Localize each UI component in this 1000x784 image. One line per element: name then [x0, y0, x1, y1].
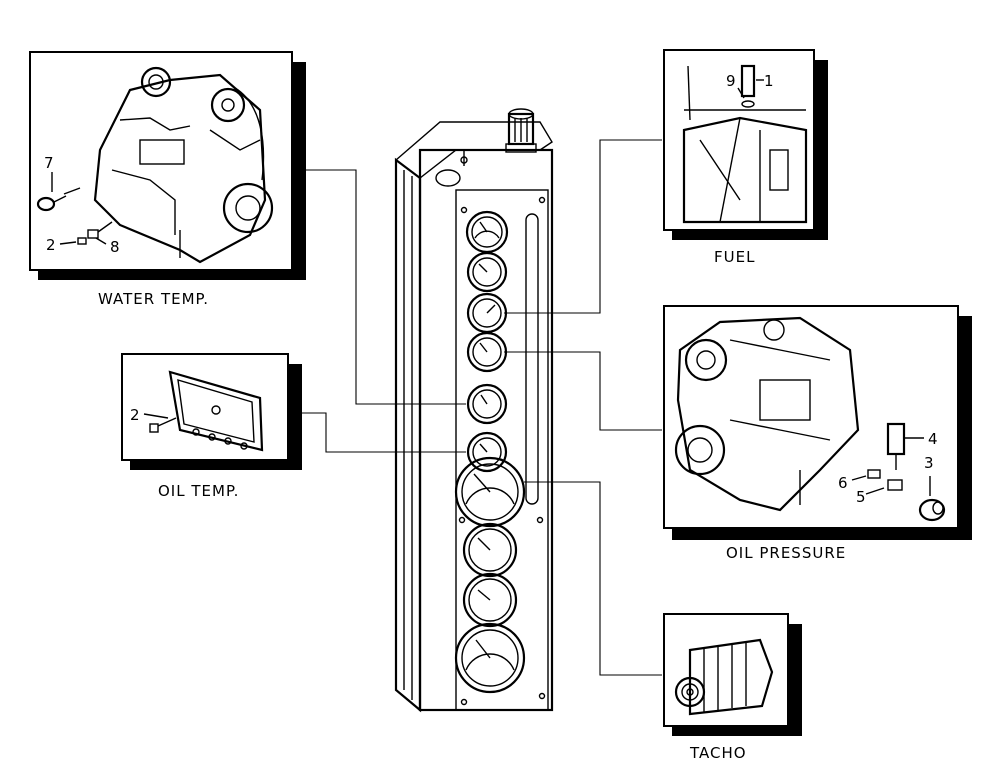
callout-4: 4: [928, 430, 938, 448]
gauge-10: [454, 622, 526, 694]
oil-pressure-sender-icon: [886, 422, 906, 470]
cap-icon: [918, 498, 946, 522]
oil-temp-panel: 2 OIL TEMP.: [121, 353, 302, 500]
oil-temp-caption: OIL TEMP.: [158, 482, 239, 500]
callout-8: 8: [110, 238, 120, 256]
gauge-3: [466, 292, 508, 334]
fuel-tank-illustration: [682, 65, 808, 224]
temperature-sender-icon: [36, 187, 81, 212]
beacon-icon: [505, 108, 537, 153]
water-temp-caption: WATER TEMP.: [98, 290, 209, 308]
oil-temp-sender-icon: [149, 417, 177, 433]
temperature-switch-icon: [77, 221, 113, 245]
water-temp-connector: [306, 169, 466, 405]
callout-2: 2: [46, 236, 56, 254]
oil-pressure-panel: 4 3 6 5 OIL PRESSURE: [663, 305, 972, 562]
tacho-caption: TACHO: [689, 744, 747, 762]
callout-6: 6: [838, 474, 848, 492]
fuel-level-sender-icon: [740, 64, 756, 108]
callout-1: 1: [764, 72, 774, 90]
gauge-8: [462, 522, 518, 578]
tacho-panel: TACHO: [663, 613, 802, 762]
tacho-connector: [524, 481, 662, 676]
callout-5: 5: [856, 488, 866, 506]
adapter-fitting-icon: [867, 469, 903, 491]
fuel-caption: FUEL: [714, 248, 755, 266]
callout-2: 2: [130, 406, 140, 424]
oil-temp-connector: [290, 412, 466, 453]
oil-pressure-connector: [504, 351, 662, 431]
gauge-5: [466, 383, 508, 425]
callout-7: 7: [44, 154, 54, 172]
callout-3: 3: [924, 454, 934, 472]
gauge-1: [465, 210, 509, 254]
oil-pan-illustration: [168, 370, 264, 452]
alternator-icon: [674, 638, 774, 716]
engine-illustration: [674, 316, 860, 512]
oil-pressure-caption: OIL PRESSURE: [726, 544, 846, 562]
gauge-4: [466, 331, 508, 373]
water-temp-panel: 7 2 8 WATER TEMP.: [29, 51, 306, 308]
gauge-7: [454, 456, 526, 528]
gauge-9: [462, 572, 518, 628]
gauge-2: [466, 251, 508, 293]
fuel-panel: 1 9 FUEL: [663, 49, 828, 266]
callout-9: 9: [726, 72, 736, 90]
gauge-6: [466, 431, 508, 473]
fuel-connector: [504, 139, 662, 314]
connector-lines: [290, 139, 662, 676]
engine-illustration: [93, 66, 274, 264]
instrument-panel: [394, 108, 554, 713]
